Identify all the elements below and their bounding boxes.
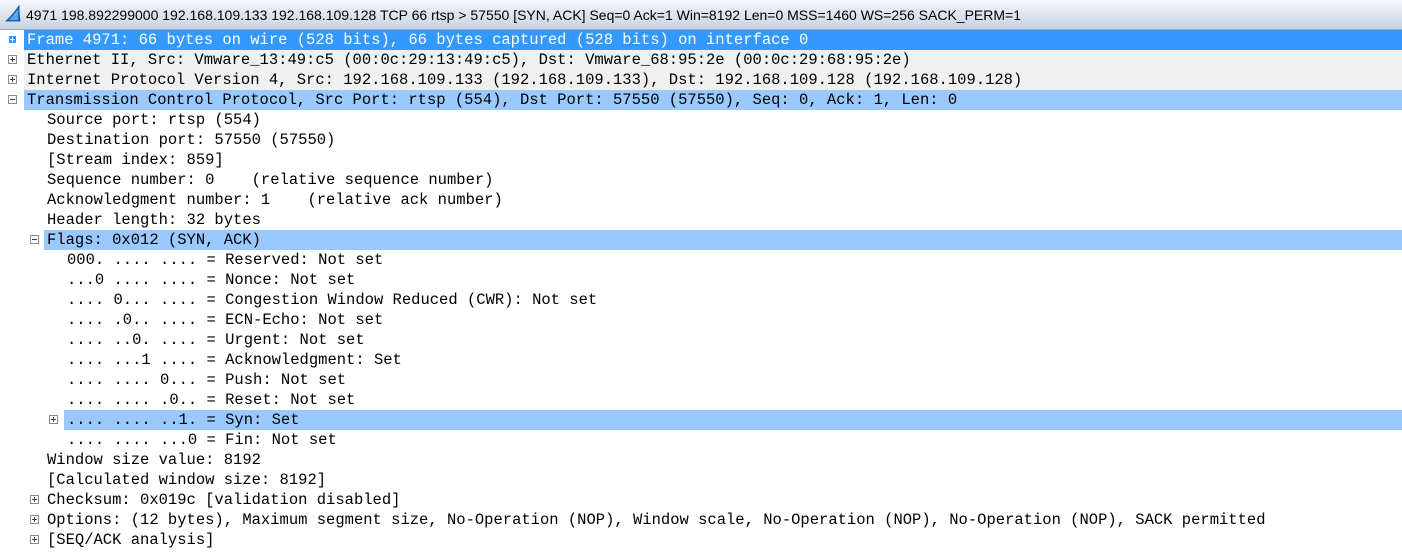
tree-row[interactable]: [SEQ/ACK analysis] — [0, 530, 1402, 550]
tree-row[interactable]: Frame 4971: 66 bytes on wire (528 bits),… — [0, 30, 1402, 50]
expand-plus-icon[interactable] — [8, 75, 17, 84]
tree-row[interactable]: .... ...1 .... = Acknowledgment: Set — [0, 350, 1402, 370]
tree-row[interactable]: Window size value: 8192 — [0, 450, 1402, 470]
tree-row[interactable]: Sequence number: 0 (relative sequence nu… — [0, 170, 1402, 190]
tree-row[interactable]: ...0 .... .... = Nonce: Not set — [0, 270, 1402, 290]
tree-row-label: Source port: rtsp (554) — [47, 111, 261, 129]
tree-row[interactable]: Transmission Control Protocol, Src Port:… — [0, 90, 1402, 110]
tree-row-label: [SEQ/ACK analysis] — [47, 531, 215, 549]
tree-row-label: Ethernet II, Src: Vmware_13:49:c5 (00:0c… — [27, 51, 911, 69]
tree-row-label: .... .0.. .... = ECN-Echo: Not set — [67, 311, 384, 329]
tree-row[interactable]: .... ..0. .... = Urgent: Not set — [0, 330, 1402, 350]
tree-row[interactable]: 000. .... .... = Reserved: Not set — [0, 250, 1402, 270]
tree-row[interactable]: Checksum: 0x019c [validation disabled] — [0, 490, 1402, 510]
packet-details-tree[interactable]: Frame 4971: 66 bytes on wire (528 bits),… — [0, 30, 1402, 557]
tree-row[interactable]: Options: (12 bytes), Maximum segment siz… — [0, 510, 1402, 530]
row-highlight — [64, 410, 1402, 430]
tree-row-label: .... ...1 .... = Acknowledgment: Set — [67, 351, 402, 369]
tree-row[interactable]: [Stream index: 859] — [0, 150, 1402, 170]
tree-row-label: Internet Protocol Version 4, Src: 192.16… — [27, 71, 1023, 89]
packet-summary-title: 4971 198.892299000 192.168.109.133 192.1… — [26, 7, 1021, 23]
row-highlight — [24, 70, 1402, 90]
tree-row-label: ...0 .... .... = Nonce: Not set — [67, 271, 356, 289]
tree-row-label: .... .... ..1. = Syn: Set — [67, 411, 300, 429]
tree-row[interactable]: .... .... ..1. = Syn: Set — [0, 410, 1402, 430]
tree-row-label: Options: (12 bytes), Maximum segment siz… — [47, 511, 1266, 529]
tree-row-label: 000. .... .... = Reserved: Not set — [67, 251, 384, 269]
tree-row[interactable]: .... .0.. .... = ECN-Echo: Not set — [0, 310, 1402, 330]
tree-row[interactable]: Acknowledgment number: 1 (relative ack n… — [0, 190, 1402, 210]
tree-row-label: Destination port: 57550 (57550) — [47, 131, 336, 149]
tree-row[interactable]: .... .... 0... = Push: Not set — [0, 370, 1402, 390]
tree-row[interactable]: Internet Protocol Version 4, Src: 192.16… — [0, 70, 1402, 90]
tree-row-label: [Calculated window size: 8192] — [47, 471, 327, 489]
tree-row-label: Acknowledgment number: 1 (relative ack n… — [47, 191, 503, 209]
tree-row-label: .... 0... .... = Congestion Window Reduc… — [67, 291, 598, 309]
tree-row[interactable]: Header length: 32 bytes — [0, 210, 1402, 230]
expand-plus-icon[interactable] — [8, 35, 17, 44]
tree-row-label: .... ..0. .... = Urgent: Not set — [67, 331, 365, 349]
row-highlight — [44, 230, 1402, 250]
tree-row-label: Checksum: 0x019c [validation disabled] — [47, 491, 401, 509]
tree-row-label: Flags: 0x012 (SYN, ACK) — [47, 231, 261, 249]
row-highlight — [24, 50, 1402, 70]
tree-row[interactable]: Source port: rtsp (554) — [0, 110, 1402, 130]
collapse-minus-icon[interactable] — [8, 95, 17, 104]
tree-row-label: Window size value: 8192 — [47, 451, 261, 469]
expand-plus-icon[interactable] — [30, 495, 39, 504]
tree-row-label: Transmission Control Protocol, Src Port:… — [27, 91, 958, 109]
wireshark-fin-icon — [5, 5, 21, 22]
tree-row[interactable]: .... 0... .... = Congestion Window Reduc… — [0, 290, 1402, 310]
expand-plus-icon[interactable] — [30, 535, 39, 544]
collapse-minus-icon[interactable] — [30, 235, 39, 244]
tree-row-label: Header length: 32 bytes — [47, 211, 261, 229]
tree-row[interactable]: .... .... .0.. = Reset: Not set — [0, 390, 1402, 410]
row-highlight — [24, 30, 1402, 50]
packet-summary-titlebar: 4971 198.892299000 192.168.109.133 192.1… — [0, 0, 1402, 30]
tree-row-label: .... .... ...0 = Fin: Not set — [67, 431, 337, 449]
expand-plus-icon[interactable] — [8, 55, 17, 64]
tree-row[interactable]: Ethernet II, Src: Vmware_13:49:c5 (00:0c… — [0, 50, 1402, 70]
tree-row[interactable]: [Calculated window size: 8192] — [0, 470, 1402, 490]
tree-row-label: Sequence number: 0 (relative sequence nu… — [47, 171, 494, 189]
tree-row-label: .... .... 0... = Push: Not set — [67, 371, 347, 389]
tree-row-label: Frame 4971: 66 bytes on wire (528 bits),… — [27, 31, 809, 49]
expand-plus-icon[interactable] — [49, 415, 58, 424]
expand-plus-icon[interactable] — [30, 515, 39, 524]
tree-row[interactable]: Flags: 0x012 (SYN, ACK) — [0, 230, 1402, 250]
tree-row-label: [Stream index: 859] — [47, 151, 224, 169]
tree-row-label: .... .... .0.. = Reset: Not set — [67, 391, 356, 409]
row-highlight — [24, 90, 1402, 110]
tree-row[interactable]: .... .... ...0 = Fin: Not set — [0, 430, 1402, 450]
tree-row[interactable]: Destination port: 57550 (57550) — [0, 130, 1402, 150]
